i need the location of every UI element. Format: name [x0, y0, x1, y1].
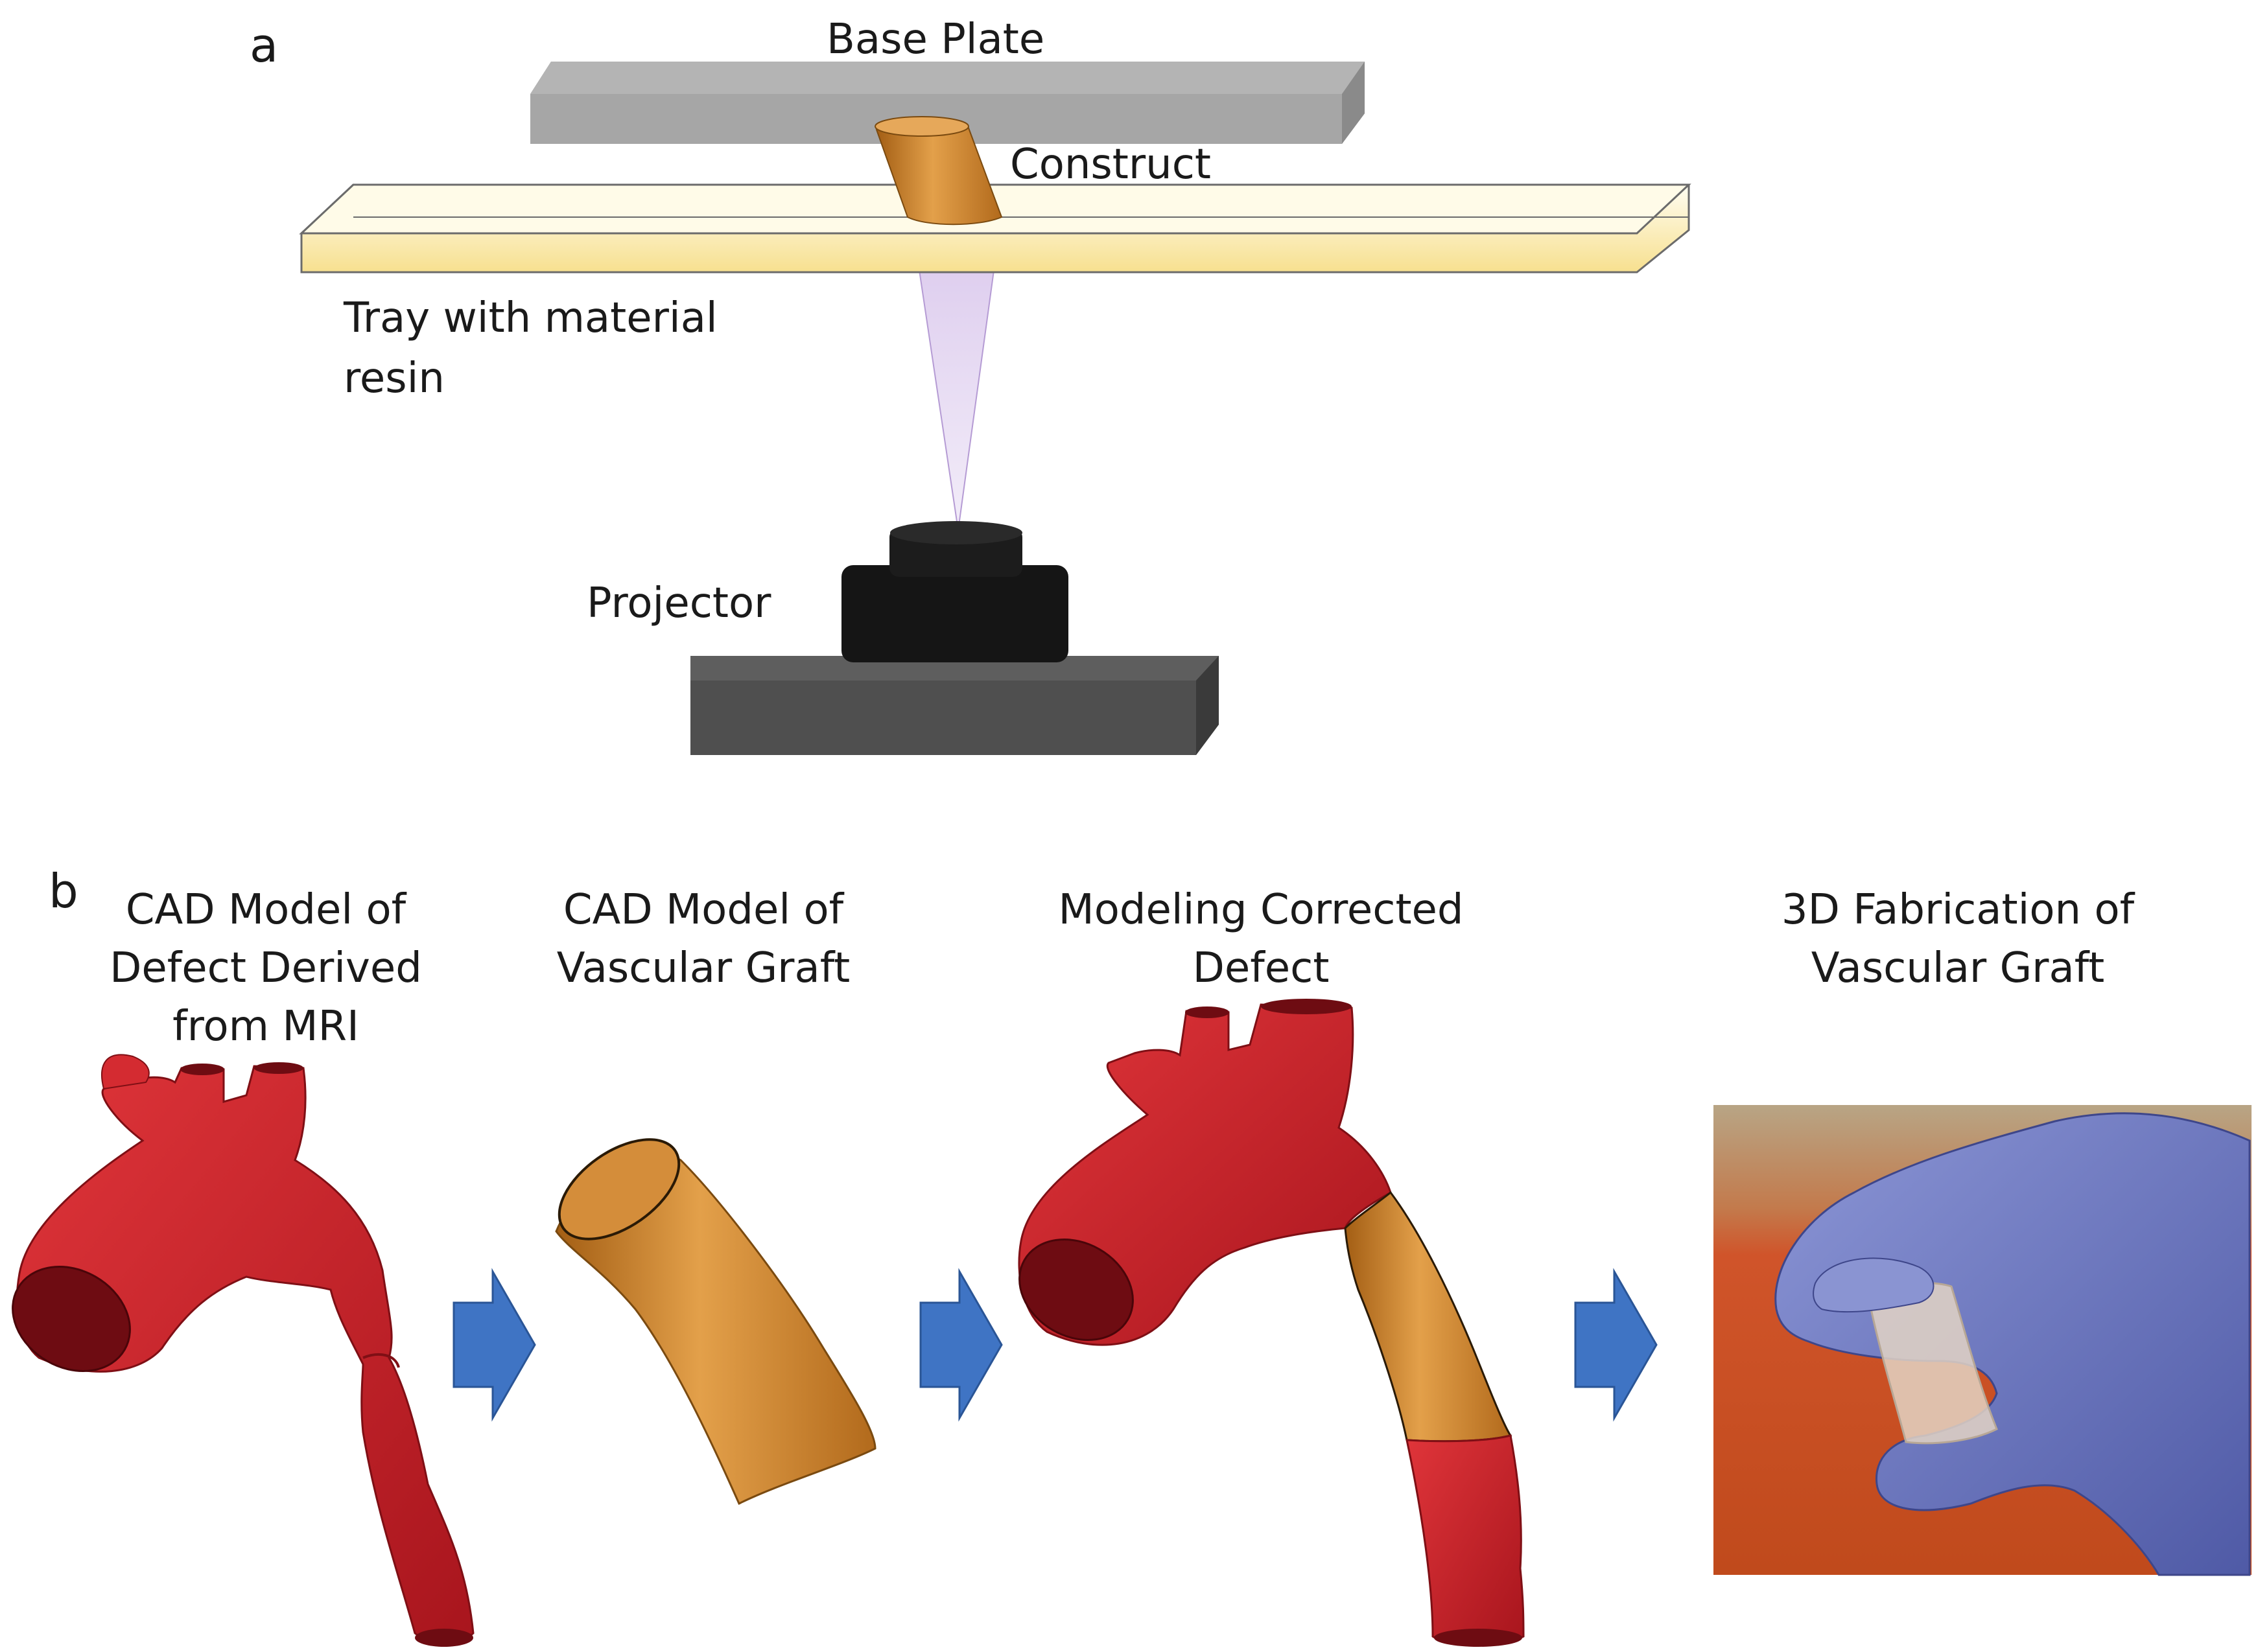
panel-b-letter: b — [49, 864, 78, 918]
resin-tray — [299, 183, 1691, 273]
step-1-title-line-1: CAD Model of — [126, 886, 407, 934]
construct — [875, 116, 1003, 226]
step-1-title-line-2: Defect Derived — [110, 944, 422, 992]
step-2-title-line-2: Vascular Graft — [557, 944, 850, 992]
projector — [690, 521, 1219, 755]
fabricated-graft-photo — [1713, 1105, 2252, 1576]
panel-a-letter: a — [250, 18, 278, 73]
base-plate-label: Base Plate — [827, 16, 1044, 64]
tray-label-line2: resin — [344, 355, 445, 402]
step-3-title-line-2: Defect — [1193, 944, 1330, 992]
graft-model — [555, 1138, 876, 1506]
step-2-title: CAD Model of Vascular Graft — [557, 886, 850, 992]
step-3-title-line-1: Modeling Corrected — [1058, 886, 1463, 934]
printed-graft — [1866, 1282, 1998, 1445]
flow-arrow-3 — [1574, 1268, 1658, 1422]
base-plate — [530, 62, 1365, 144]
step-4-title-line-1: 3D Fabrication of — [1782, 886, 2135, 934]
step-1-title: CAD Model of Defect Derived from MRI — [110, 886, 422, 1051]
panel-b: b CAD Model of Defect Derived from MRI C… — [12, 864, 2252, 1647]
step-3-title: Modeling Corrected Defect — [1058, 886, 1463, 992]
defect-aorta-model — [12, 1054, 475, 1647]
flow-arrow-2 — [919, 1268, 1003, 1422]
projector-label: Projector — [587, 579, 771, 627]
step-2-title-line-1: CAD Model of — [563, 886, 845, 934]
step-1-title-line-3: from MRI — [172, 1003, 359, 1051]
construct-label: Construct — [1010, 141, 1211, 189]
flow-arrow-1 — [453, 1268, 536, 1422]
tray-label-line1: Tray with material — [343, 294, 718, 342]
step-4-title-line-2: Vascular Graft — [1811, 944, 2104, 992]
corrected-aorta-model — [1018, 999, 1525, 1647]
step-4-title: 3D Fabrication of Vascular Graft — [1782, 886, 2135, 992]
panel-a: a Base Plate Construct Tray with materia… — [250, 16, 1691, 755]
